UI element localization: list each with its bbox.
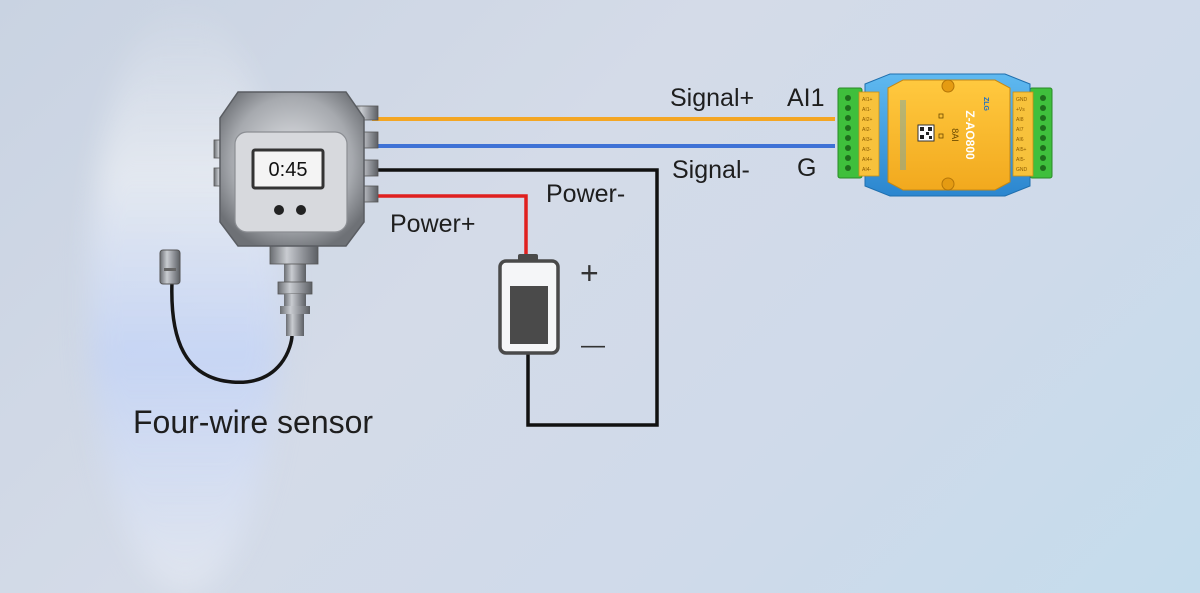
- svg-text:AI5-: AI5-: [1016, 157, 1026, 163]
- svg-text:+Vs: +Vs: [1016, 107, 1025, 113]
- svg-text:GND: GND: [1016, 97, 1028, 103]
- module-model-text: Z-AO800: [963, 110, 977, 160]
- wires: [372, 117, 835, 427]
- svg-text:AI3+: AI3+: [862, 137, 873, 143]
- svg-text:AI1+: AI1+: [862, 97, 873, 103]
- svg-text:AI2+: AI2+: [862, 117, 873, 123]
- power-minus-label: Power-: [546, 180, 626, 208]
- svg-text:AI1-: AI1-: [862, 107, 872, 113]
- sensor-name-label: Four-wire sensor: [133, 404, 374, 440]
- sensor-display-value: 0:45: [269, 159, 308, 181]
- sensor-button-right: [296, 205, 306, 215]
- battery-plus-label: +: [580, 255, 599, 291]
- svg-text:AI3-: AI3-: [862, 147, 872, 153]
- svg-text:AI6: AI6: [1016, 137, 1024, 143]
- four-wire-sensor: [213, 91, 379, 336]
- svg-text:AI5+: AI5+: [1016, 147, 1027, 153]
- ai1-label: AI1: [787, 84, 825, 112]
- svg-text:AI4+: AI4+: [862, 157, 873, 163]
- svg-text:AI8: AI8: [1016, 117, 1024, 123]
- sensor-cable: [170, 281, 294, 384]
- battery-minus-label: —: [581, 332, 605, 359]
- power-minus-wire: [372, 168, 659, 427]
- module-channels-text: 8AI: [950, 128, 960, 142]
- module-brand-text: ZLG: [982, 97, 989, 112]
- sensor-button-left: [274, 205, 284, 215]
- svg-text:GND: GND: [1016, 167, 1028, 173]
- power-plus-wire: [372, 194, 528, 258]
- signal-minus-label: Signal-: [672, 156, 750, 184]
- power-plus-label: Power+: [390, 210, 476, 238]
- signal-plus-label: Signal+: [670, 84, 755, 112]
- svg-text:AI7: AI7: [1016, 127, 1024, 133]
- svg-text:AI4-: AI4-: [862, 167, 872, 173]
- sensor-display: [251, 148, 325, 190]
- io-module: AI1+ AI1- AI2+ AI2- AI3+ AI3- AI4+ AI4- GND +V…: [837, 73, 1053, 197]
- svg-text:AI2-: AI2-: [862, 127, 872, 133]
- g-label: G: [797, 154, 817, 182]
- battery: [498, 254, 560, 355]
- probe-connector: [159, 249, 181, 285]
